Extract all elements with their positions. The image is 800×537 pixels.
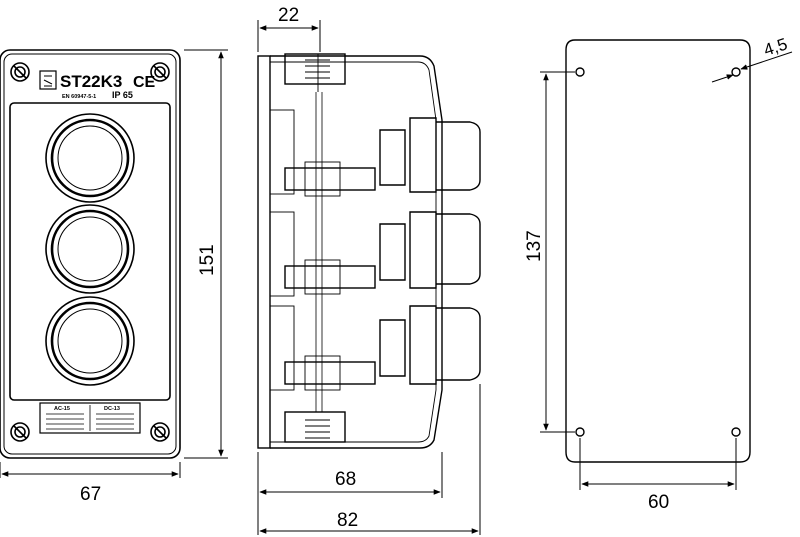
mount-height-value: 137 bbox=[524, 230, 545, 262]
corner-screw-icon bbox=[10, 422, 30, 442]
corner-screw-icon bbox=[150, 62, 170, 82]
front-width-dimension bbox=[0, 462, 181, 478]
contact-block-2 bbox=[269, 211, 406, 297]
contact-block-1 bbox=[269, 109, 406, 197]
side-top-value: 22 bbox=[278, 5, 299, 26]
mount-width-value: 60 bbox=[648, 492, 669, 513]
mounting-hole-icon bbox=[731, 427, 741, 437]
push-button-1 bbox=[45, 113, 135, 203]
button-head-3 bbox=[409, 305, 481, 385]
top-clamp bbox=[284, 53, 346, 85]
side-top-dimension bbox=[257, 20, 321, 52]
mounting-hole-icon bbox=[575, 427, 585, 437]
side-back-plate bbox=[257, 55, 271, 449]
ip-rating-label: IP 65 bbox=[112, 90, 133, 100]
front-width-value: 67 bbox=[80, 484, 101, 505]
front-height-dimension bbox=[184, 49, 228, 459]
mount-width-dimension bbox=[579, 438, 737, 490]
mount-hole-dimension bbox=[711, 51, 793, 83]
front-lid-panel bbox=[9, 102, 171, 401]
mounting-hole-icon bbox=[575, 67, 585, 77]
mount-height-dimension bbox=[540, 71, 575, 433]
mounting-plate-outline bbox=[565, 39, 751, 463]
button-head-1 bbox=[409, 117, 481, 193]
side-depth-body-dimension bbox=[257, 452, 443, 535]
front-housing-inner bbox=[3, 53, 177, 455]
rating-plate-left-header: AC-15 bbox=[54, 406, 70, 412]
side-housing-outline bbox=[270, 55, 443, 449]
mounting-hole-icon bbox=[731, 67, 741, 77]
ce-mark: CE bbox=[133, 74, 156, 91]
side-depth-total-value: 82 bbox=[337, 510, 358, 531]
mount-hole-value: 4,5 bbox=[761, 34, 789, 59]
side-depth-total-dimension bbox=[259, 384, 481, 535]
button-head-2 bbox=[409, 211, 481, 289]
mounting-view bbox=[565, 39, 751, 463]
push-button-3 bbox=[45, 296, 135, 386]
bottom-clamp bbox=[284, 411, 346, 443]
front-height-value: 151 bbox=[197, 244, 218, 276]
side-depth-body-value: 68 bbox=[335, 469, 356, 490]
standard-label: EN 60947-5-1 bbox=[62, 94, 96, 100]
rating-plate bbox=[39, 402, 141, 434]
front-housing-outline bbox=[0, 49, 181, 459]
contact-block-3 bbox=[269, 305, 406, 391]
manufacturer-logo-icon bbox=[39, 70, 57, 90]
front-view bbox=[0, 49, 181, 459]
side-view bbox=[257, 53, 481, 449]
push-button-2 bbox=[45, 204, 135, 294]
corner-screw-icon bbox=[10, 62, 30, 82]
model-label: ST22K3 bbox=[60, 72, 122, 91]
rating-plate-right-header: DC-13 bbox=[104, 406, 120, 412]
corner-screw-icon bbox=[150, 422, 170, 442]
